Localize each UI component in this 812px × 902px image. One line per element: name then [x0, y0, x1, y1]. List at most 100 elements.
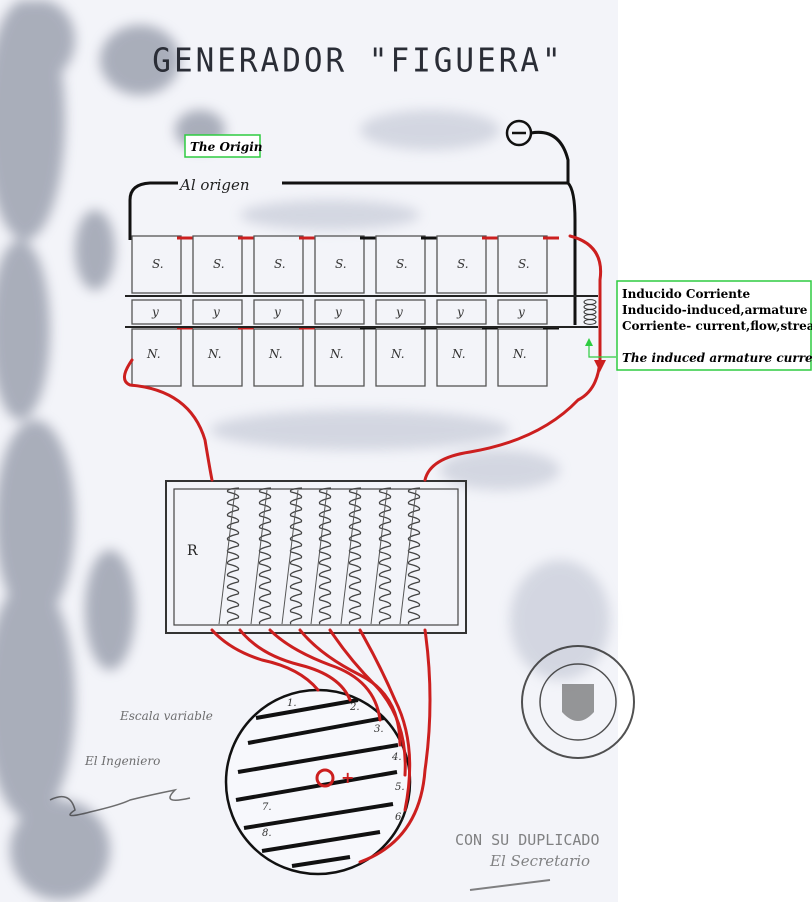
- armature-coil-loop: [583, 319, 597, 325]
- coil-tap: [250, 489, 268, 625]
- signature: [49, 788, 191, 817]
- north-magnet-label: N.: [512, 347, 527, 361]
- paper-stains: [0, 0, 225, 900]
- electromagnet-array: S.yN.S.yN.S.yN.S.yN.S.yN.S.yN.S.yN.: [125, 235, 598, 387]
- commutator-bar: [291, 855, 351, 868]
- commutator-bars: 1.2.3.4.5.6.7.8.: [235, 698, 405, 868]
- resistor-box: R: [165, 480, 467, 634]
- commutator-bar: [255, 698, 359, 720]
- south-magnet: [131, 235, 182, 294]
- commutator-bar: [261, 830, 381, 853]
- stamp-outer-ring: [521, 645, 635, 759]
- north-magnet-label: N.: [390, 347, 405, 361]
- north-magnet-label: N.: [451, 347, 466, 361]
- south-magnet-label: S.: [518, 257, 530, 271]
- induced-coil-label: y: [334, 305, 342, 319]
- annotation-line-1: Inducido Corriente: [622, 287, 751, 301]
- south-magnet: [436, 235, 487, 294]
- armature-annotation-box: [616, 280, 812, 371]
- resistor-outer-frame: [165, 480, 467, 634]
- red-wire-path: [268, 628, 382, 722]
- induced-coil: [314, 299, 365, 325]
- resistor-letter: R: [187, 543, 198, 559]
- black-wire: [128, 130, 577, 325]
- induced-coil: [375, 299, 426, 325]
- annotation-induced-current: The induced armature current: [622, 351, 812, 365]
- annotation-line-2: Inducido-induced,armature: [622, 303, 808, 317]
- red-wire-path: [423, 234, 603, 482]
- red-wire-path: [358, 628, 432, 864]
- north-magnet-label: N.: [268, 347, 283, 361]
- commutator-number: 3.: [374, 724, 384, 735]
- south-magnet-label: S.: [335, 257, 347, 271]
- induced-coil-label: y: [517, 305, 525, 319]
- induced-coil: [497, 299, 548, 325]
- south-magnet: [253, 235, 304, 294]
- red-wire-arrow-icon: [594, 360, 606, 372]
- annotation-pointer-arrow: [585, 338, 616, 358]
- armature-annotation: Inducido Corriente Inducido-induced,arma…: [616, 280, 812, 371]
- positive-terminal-circle-icon: [315, 768, 335, 788]
- resistor-coil: [226, 487, 240, 625]
- south-magnet-label: S.: [213, 257, 225, 271]
- north-magnet: [131, 328, 182, 387]
- registry-stamp: [521, 645, 635, 759]
- south-magnet-label: S.: [457, 257, 469, 271]
- red-wire-path: [328, 628, 407, 777]
- north-magnet: [375, 328, 426, 387]
- resistor-coil: [289, 487, 303, 625]
- south-magnet-label: S.: [274, 257, 286, 271]
- right-white-margin: [618, 0, 812, 902]
- origin-annotation-label: The Origin: [190, 140, 262, 154]
- coil-tap: [399, 489, 417, 625]
- commutator-bar: [247, 716, 385, 745]
- north-magnet: [314, 328, 365, 387]
- commutator: 1.2.3.4.5.6.7.8. +: [224, 688, 412, 876]
- plus-sign-icon: +: [341, 768, 354, 787]
- north-magnet: [253, 328, 304, 387]
- red-wire-path: [210, 628, 320, 692]
- south-magnet: [375, 235, 426, 294]
- commutator-bar: [237, 743, 399, 774]
- commutator-number: 7.: [262, 802, 272, 813]
- resistor-coil: [258, 487, 272, 625]
- stamp-inner-ring: [539, 663, 617, 741]
- commutator-number: 2.: [349, 702, 360, 713]
- induced-coil: [436, 299, 487, 325]
- coil-tap: [218, 489, 236, 625]
- north-magnet-label: N.: [207, 347, 222, 361]
- resistor-coil: [348, 487, 362, 625]
- commutator-number: 1.: [287, 698, 297, 709]
- handwriting-scale: Escala variable: [119, 709, 213, 723]
- induced-coil-label: y: [212, 305, 220, 319]
- induced-coil-label: y: [151, 305, 159, 319]
- south-magnet: [314, 235, 365, 294]
- induced-coil-label: y: [395, 305, 403, 319]
- resistor-coil: [378, 487, 392, 625]
- resistor-coil: [407, 487, 421, 625]
- annotation-line-3: Corriente- current,flow,stream: [622, 319, 812, 333]
- induced-coil-label: y: [273, 305, 281, 319]
- stamp-crest-icon: [562, 684, 594, 721]
- light-stains: [210, 110, 610, 680]
- coil-tap: [310, 489, 328, 625]
- red-wires: [123, 234, 606, 864]
- induced-coil: [253, 299, 304, 325]
- north-magnet-label: N.: [146, 347, 161, 361]
- commutator-number: 8.: [262, 828, 272, 839]
- red-wire-path: [238, 628, 352, 702]
- coil-tap: [281, 489, 299, 625]
- north-magnet-label: N.: [329, 347, 344, 361]
- south-magnet-label: S.: [152, 257, 164, 271]
- handwriting: Escala variable El Ingeniero: [84, 709, 213, 768]
- coil-tap: [340, 489, 358, 625]
- resistor-inner-frame: [173, 488, 459, 626]
- handwriting-engineer: El Ingeniero: [84, 754, 160, 768]
- origin-handwritten-text: Al origen: [178, 176, 250, 194]
- resistor-coils: [218, 487, 421, 625]
- commutator-number: 4.: [391, 752, 402, 763]
- south-magnet: [497, 235, 548, 294]
- resistor-coil: [318, 487, 332, 625]
- north-magnet: [497, 328, 548, 387]
